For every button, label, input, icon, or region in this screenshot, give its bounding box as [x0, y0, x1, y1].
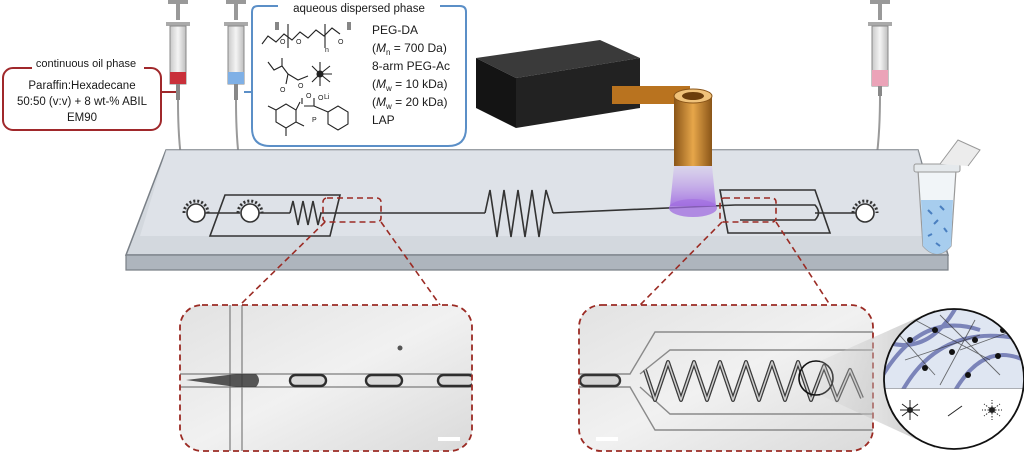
inlet-ports — [182, 199, 879, 223]
zoom-indicators — [239, 197, 831, 306]
svg-text:O: O — [280, 39, 286, 46]
droplets — [288, 373, 472, 388]
svg-text:O: O — [296, 39, 302, 46]
svg-text:O: O — [318, 95, 324, 102]
aqueous-phase-title: aqueous dispersed phase — [293, 3, 425, 15]
oil-phase-label-box: continuous oil phase Paraffin:Hexadecane… — [2, 56, 176, 131]
molecule-legend — [900, 400, 1002, 420]
polymer-network-detail — [883, 308, 1024, 450]
lap-label: LAP — [372, 113, 395, 127]
micrograph-fiber-formation — [578, 304, 874, 452]
pegda-label: PEG-DA — [372, 23, 418, 37]
syringe-oil — [166, 0, 190, 100]
syringe-right — [868, 0, 892, 96]
collection-tube — [913, 139, 981, 255]
mw-10: (Mw = 10 kDa) — [372, 77, 447, 93]
svg-text:P: P — [312, 117, 317, 124]
li-label: Li — [324, 94, 330, 101]
svg-text:n: n — [325, 47, 329, 54]
pegda-mn: (Mn = 700 Da) — [372, 41, 447, 57]
syringe-aqueous — [224, 0, 248, 100]
aqueous-phase-label-box: aqueous dispersed phase O O n O PEG-DA (… — [244, 0, 467, 147]
scale-bar — [438, 437, 460, 441]
svg-text:O: O — [298, 83, 304, 90]
oil-phase-line2: 50:50 (v:v) + 8 wt-% ABIL — [17, 96, 148, 108]
micrograph-droplet-generation — [179, 304, 473, 452]
light-guide — [612, 86, 716, 206]
svg-text:O: O — [306, 93, 312, 100]
svg-text:O: O — [338, 39, 344, 46]
oil-phase-title: continuous oil phase — [36, 58, 136, 70]
oil-phase-line1: Paraffin:Hexadecane — [28, 80, 135, 92]
oil-phase-line3: EM90 — [67, 112, 97, 124]
peg-ac-structure: O O — [267, 58, 332, 94]
uv-light-source — [476, 40, 640, 128]
pegda-structure: O O n O — [261, 22, 351, 54]
svg-text:O: O — [280, 87, 286, 94]
arm-label: 8-arm PEG-Ac — [372, 59, 450, 73]
scale-bar-2 — [596, 437, 618, 441]
mw-20: (Mw = 20 kDa) — [372, 95, 447, 111]
lap-structure: P O O — [267, 93, 349, 136]
microfluidic-chip — [124, 149, 949, 271]
